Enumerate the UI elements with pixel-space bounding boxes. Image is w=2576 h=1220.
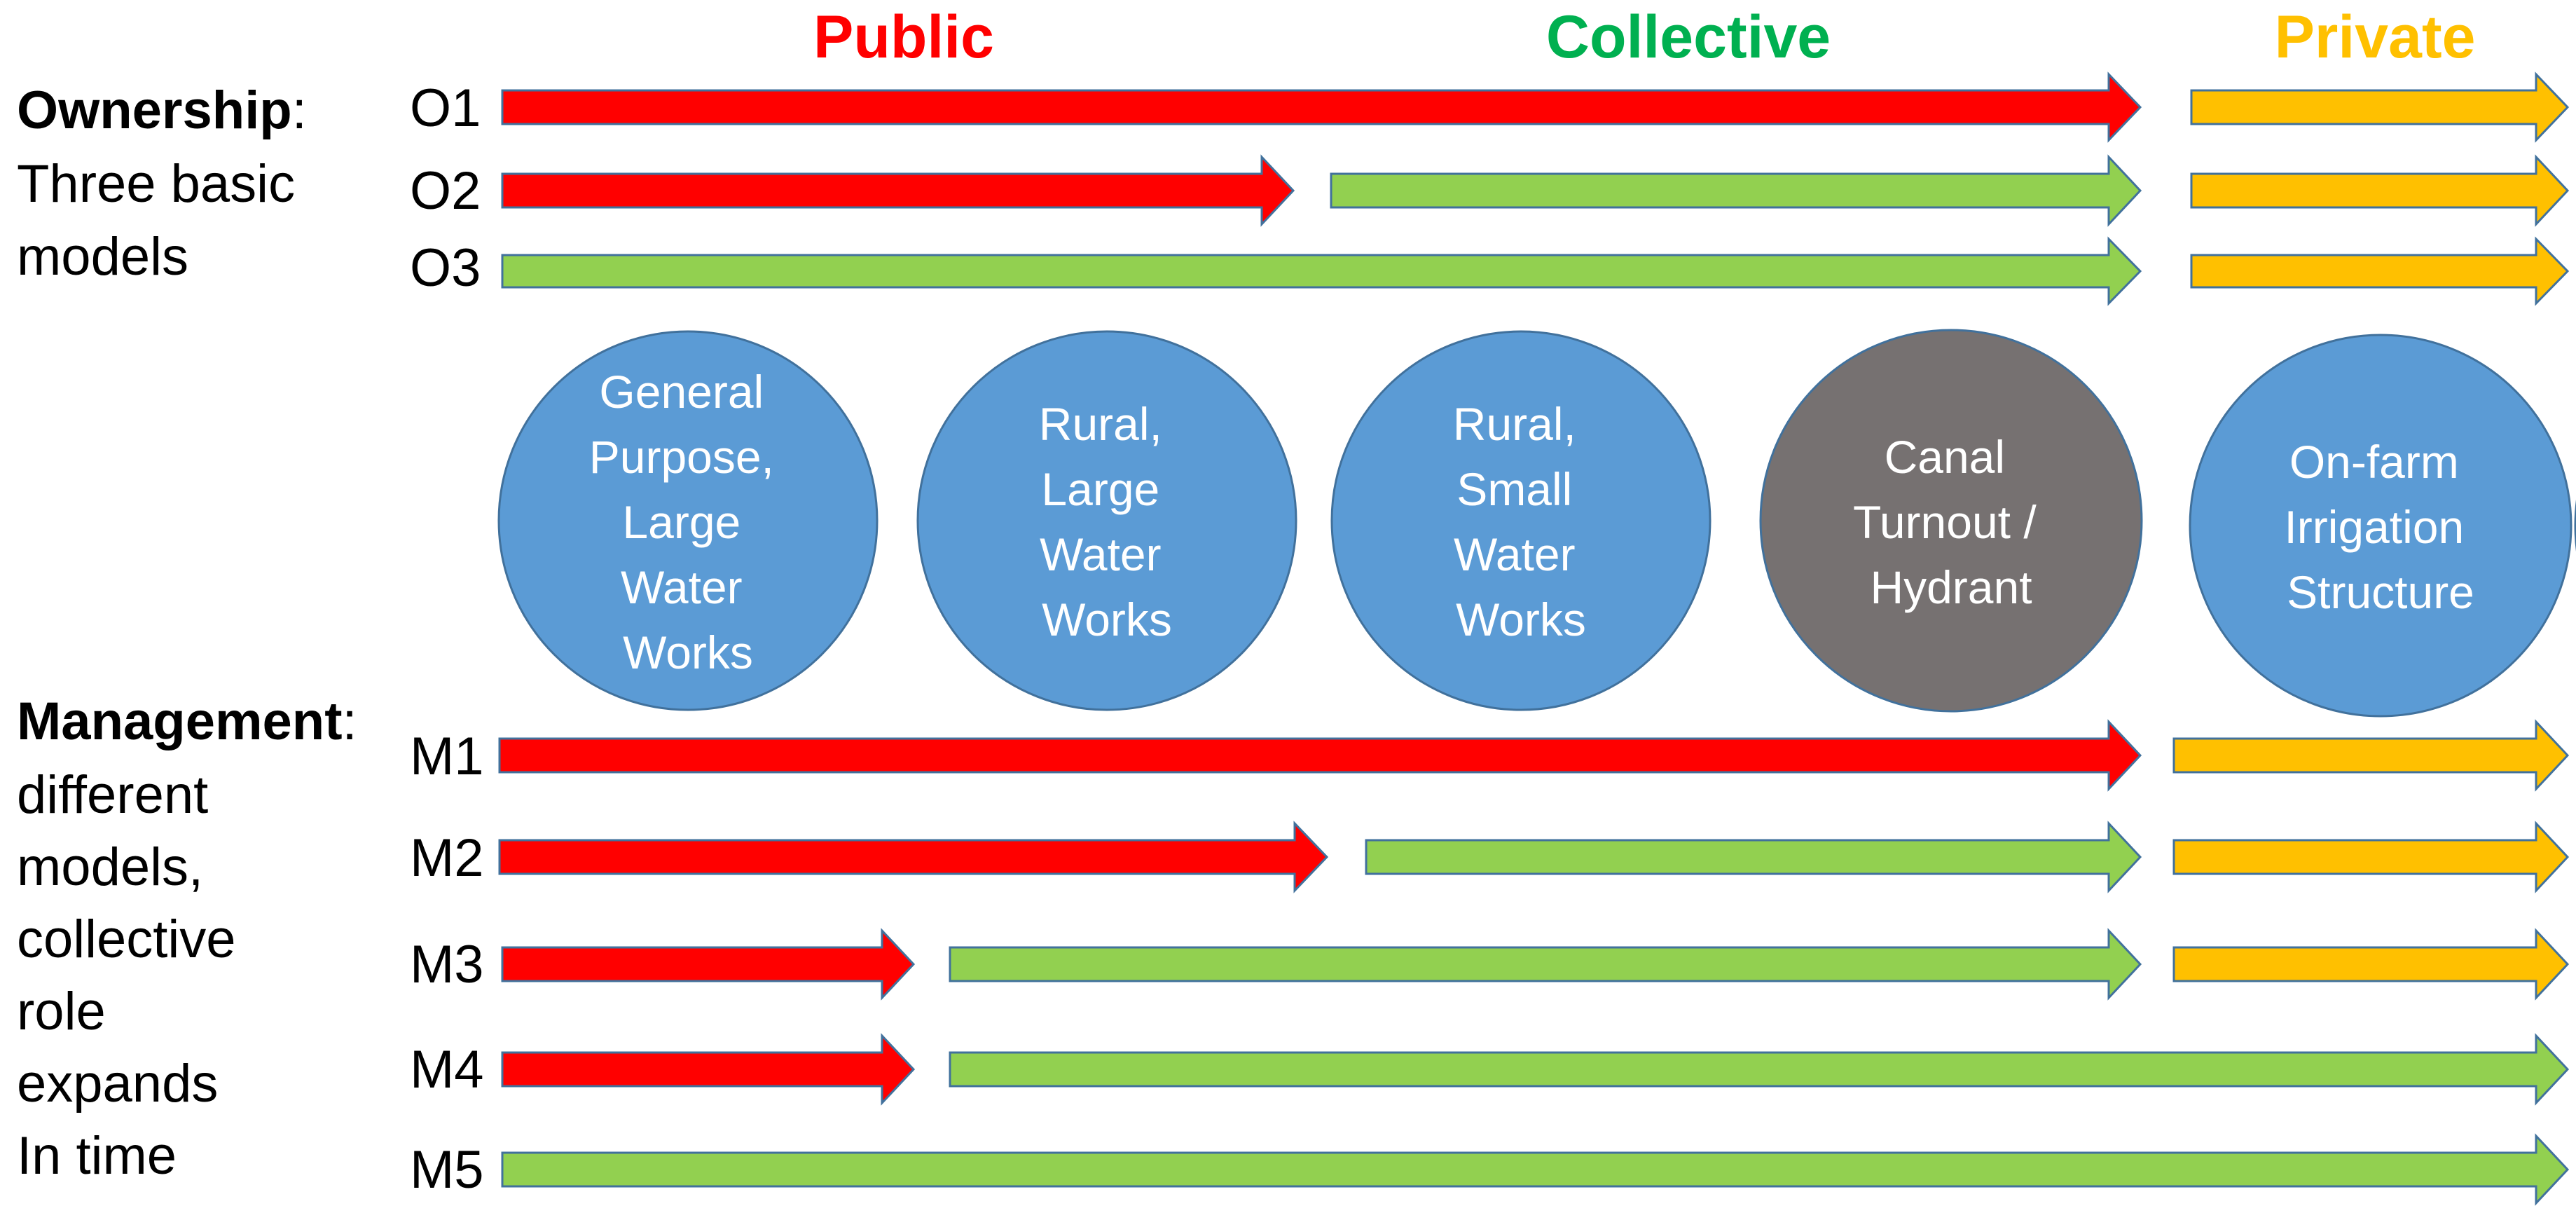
structure-general-purpose-large-water-works: General Purpose, Large Water Works: [497, 330, 879, 711]
row-label-o2: O2: [410, 161, 481, 221]
structure-line: Structure: [2287, 566, 2474, 618]
structure-line: Rural,: [1039, 398, 1162, 450]
structure-line: Water: [1454, 528, 1576, 580]
structure-line: Water: [621, 561, 743, 613]
management-desc-line: different: [17, 765, 208, 825]
management-title-colon: :: [343, 692, 357, 751]
row-label-o3: O3: [410, 238, 481, 298]
structure-line: Rural,: [1453, 398, 1576, 450]
structure-line: Large: [1041, 463, 1159, 515]
arrow-m5-collective: [501, 1133, 2570, 1206]
arrow-o3-collective: [501, 236, 2142, 306]
structure-line: General: [599, 366, 764, 418]
structure-canal-turnout-hydrant: Canal Turnout / Hydrant: [1759, 329, 2143, 713]
arrow-m1-public: [498, 719, 2142, 792]
structure-circle: [1759, 329, 2143, 713]
structure-line: Purpose,: [589, 431, 774, 483]
structure-line: Canal: [1885, 431, 2005, 483]
header-public: Public: [813, 4, 994, 71]
management-desc-line: role: [17, 982, 106, 1041]
arrow-o3-private: [2190, 236, 2570, 306]
arrow-o2-private: [2190, 154, 2570, 227]
management-desc-line: expands: [17, 1054, 218, 1113]
structure-circle: [2189, 334, 2572, 718]
ownership-desc-line: models: [17, 227, 188, 287]
row-label-m4: M4: [410, 1040, 484, 1099]
header-private: Private: [2275, 4, 2476, 71]
arrow-m4-public: [501, 1033, 916, 1106]
structure-line: Large: [622, 496, 741, 548]
row-label-o1: O1: [410, 78, 481, 138]
row-label-m3: M3: [410, 935, 484, 994]
ownership-title-colon: :: [292, 81, 307, 140]
structure-line: Small: [1456, 463, 1572, 515]
arrow-m3-public: [501, 928, 916, 1001]
row-label-m1: M1: [410, 727, 484, 786]
row-label-m2: M2: [410, 828, 484, 888]
structure-line: Turnout /: [1853, 496, 2037, 548]
structure-label: On-farm Irrigation Structure: [2284, 436, 2477, 618]
ownership-title-word: Ownership: [17, 81, 292, 140]
management-title: Management:: [17, 692, 357, 751]
arrow-o2-collective: [1330, 154, 2142, 227]
arrow-m2-collective: [1365, 821, 2142, 893]
ownership-desc-line: Three basic: [17, 154, 295, 214]
arrow-m3-private: [2172, 928, 2570, 1001]
management-title-word: Management: [17, 692, 343, 751]
structure-line: Hydrant: [1870, 561, 2032, 613]
management-desc-line: collective: [17, 910, 236, 969]
structure-line: On-farm: [2289, 436, 2459, 488]
arrow-o2-public: [501, 154, 1295, 227]
row-label-m5: M5: [410, 1140, 484, 1200]
ownership-title: Ownership:: [17, 81, 307, 140]
structure-rural-small-water-works: Rural, Small Water Works: [1330, 330, 1711, 711]
management-desc-line: models,: [17, 837, 203, 897]
structure-line: Works: [623, 626, 753, 678]
arrow-m1-private: [2172, 719, 2570, 792]
arrow-m4-collective: [949, 1033, 2570, 1106]
arrow-o1-public: [501, 71, 2142, 143]
structure-on-farm-irrigation-structure: On-farm Irrigation Structure: [2189, 334, 2572, 718]
structure-circle: [497, 330, 879, 711]
management-desc-line: In time: [17, 1126, 177, 1186]
header-collective: Collective: [1546, 4, 1831, 71]
arrow-m2-private: [2172, 821, 2570, 893]
arrow-m2-public: [498, 821, 1329, 893]
structure-line: Irrigation: [2284, 501, 2464, 553]
structure-label: Rural, Large Water Works: [1039, 398, 1175, 645]
structure-label: Canal Turnout / Hydrant: [1853, 431, 2049, 613]
arrow-o1-private: [2190, 71, 2570, 143]
structure-circle: [1330, 330, 1711, 711]
structure-label: Rural, Small Water Works: [1453, 398, 1589, 645]
structure-line: Works: [1042, 594, 1172, 645]
structure-circle: [916, 330, 1297, 711]
structure-line: Works: [1456, 594, 1586, 645]
structure-line: Water: [1040, 528, 1162, 580]
arrow-m3-collective: [949, 928, 2142, 1001]
structure-rural-large-water-works: Rural, Large Water Works: [916, 330, 1297, 711]
structure-label: General Purpose, Large Water Works: [589, 366, 787, 678]
